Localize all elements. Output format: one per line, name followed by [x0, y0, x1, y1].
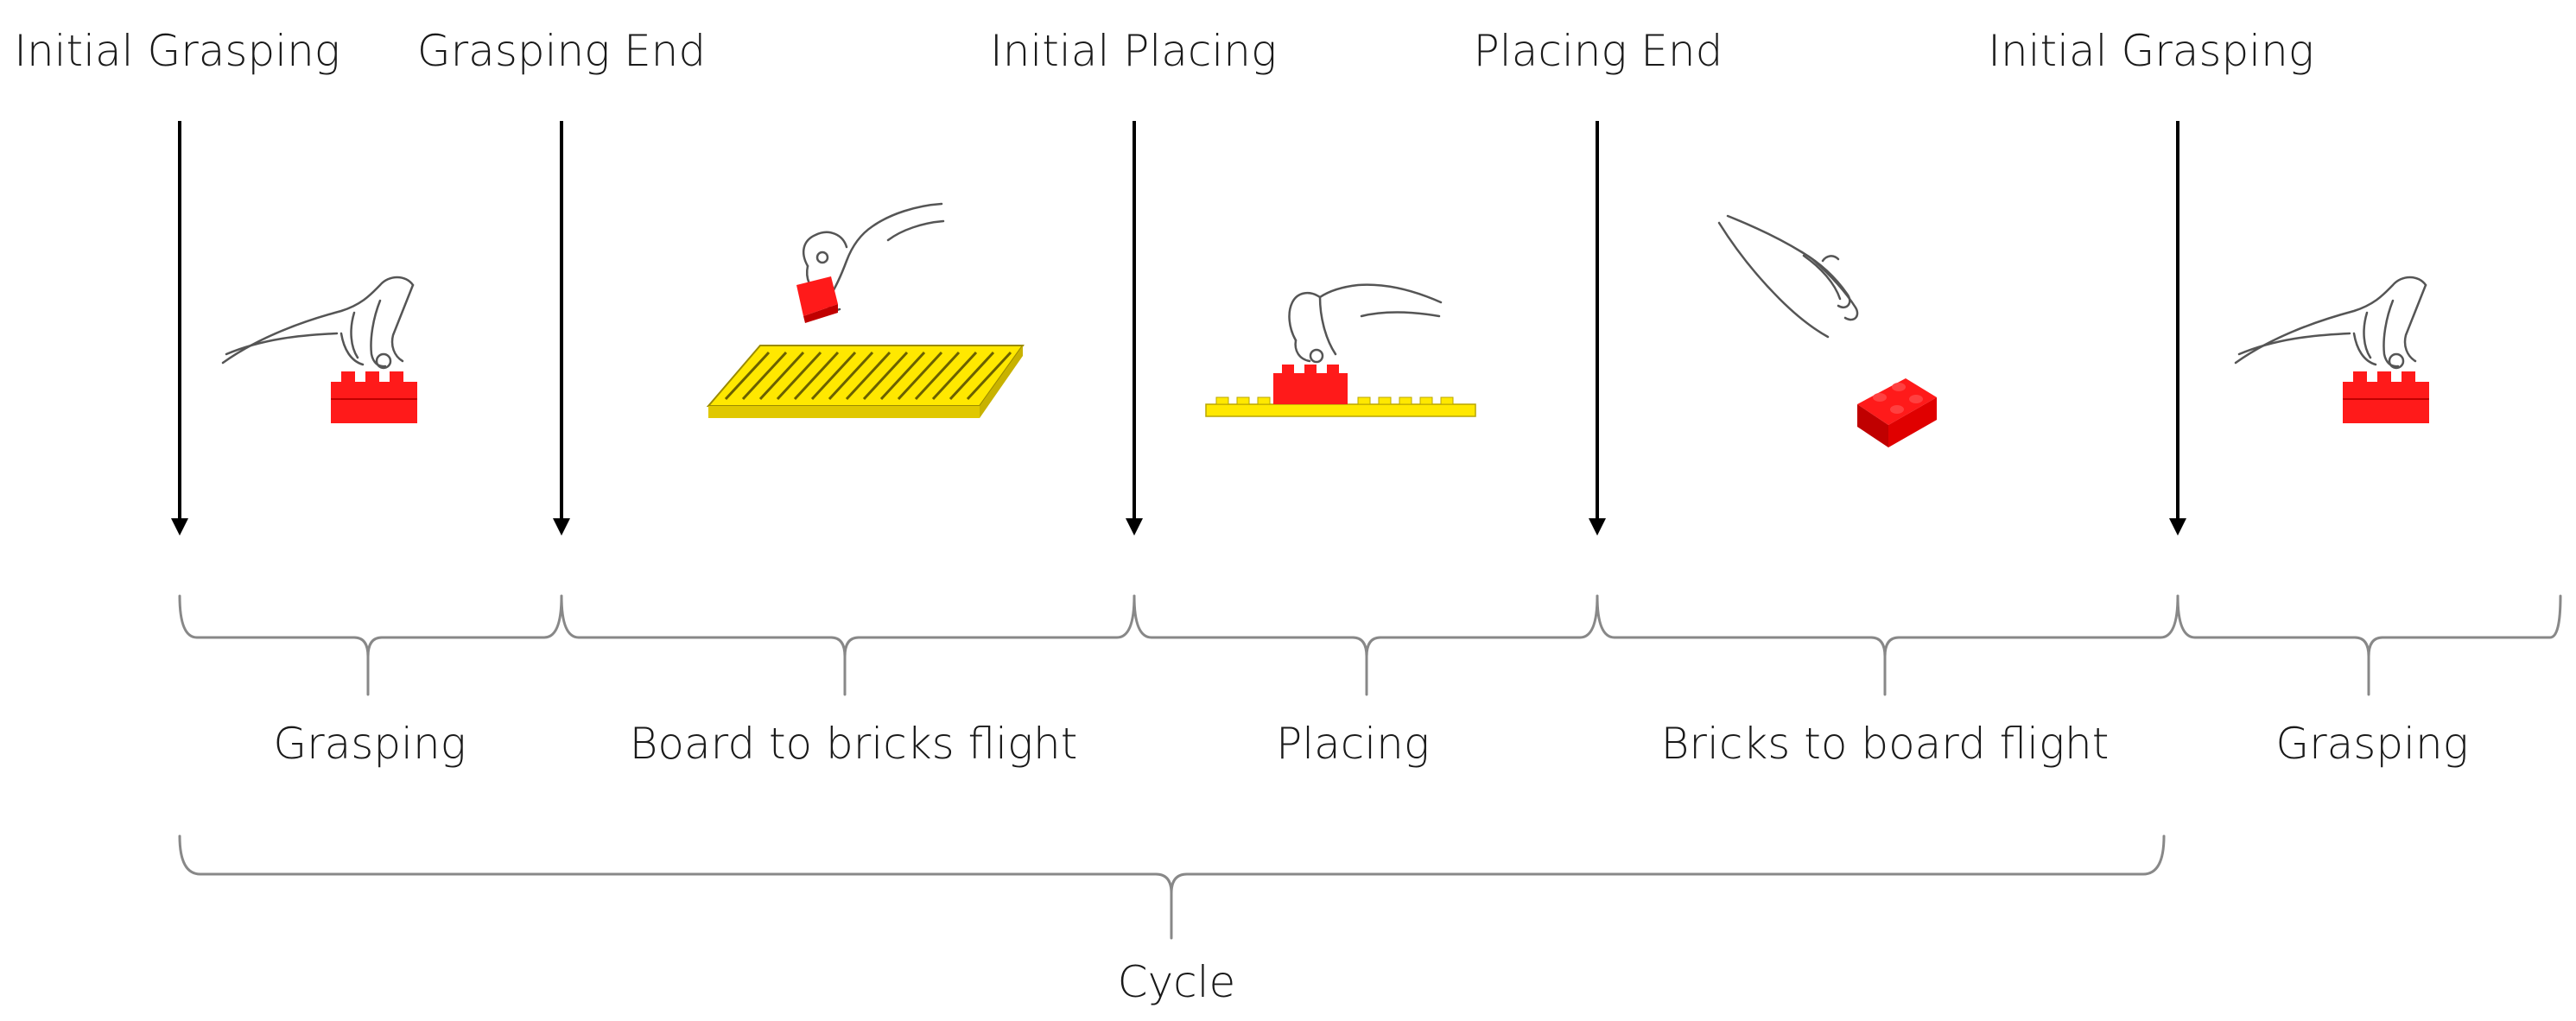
hand-releasing-brick-icon — [1717, 214, 1937, 447]
event-label-initial-grasping-2: Initial Grasping — [1988, 26, 2314, 76]
hand-grasping-brick-icon — [221, 276, 417, 423]
hand-carrying-brick-icon — [706, 202, 1025, 418]
hand-placing-brick-icon — [1205, 283, 1476, 417]
event-arrowheads — [171, 518, 2186, 536]
phase-brace-board-to-bricks — [560, 594, 1136, 696]
board-icon — [706, 345, 1025, 418]
event-arrowhead-3 — [1126, 518, 1143, 536]
event-label-grasping-end: Grasping End — [417, 26, 706, 76]
phase-label-bricks-to-board: Bricks to board flight — [1661, 719, 2110, 769]
phase-label-grasping-2: Grasping — [2275, 719, 2468, 769]
phase-label-grasping-1: Grasping — [273, 719, 466, 769]
event-arrowhead-4 — [1589, 518, 1606, 536]
hand-grasping-brick-icon-2 — [2234, 276, 2429, 423]
cycle-label: Cycle — [1118, 957, 1236, 1007]
phase-label-placing: Placing — [1276, 719, 1430, 769]
event-label-initial-placing: Initial Placing — [990, 26, 1277, 76]
phase-brace-grasping-1 — [178, 594, 563, 696]
phase-label-board-to-bricks: Board to bricks flight — [630, 719, 1078, 769]
phase-braces — [178, 594, 2562, 696]
event-arrowhead-1 — [171, 518, 188, 536]
phase-brace-placing — [1133, 594, 1599, 696]
event-arrowhead-5 — [2169, 518, 2186, 536]
event-label-placing-end: Placing End — [1474, 26, 1723, 76]
event-arrowhead-2 — [553, 518, 570, 536]
event-arrows — [178, 121, 2179, 527]
phase-brace-bricks-to-board — [1596, 594, 2179, 696]
cycle-brace — [178, 834, 2166, 940]
phase-brace-grasping-2 — [2176, 594, 2562, 696]
event-label-initial-grasping-1: Initial Grasping — [14, 26, 340, 76]
